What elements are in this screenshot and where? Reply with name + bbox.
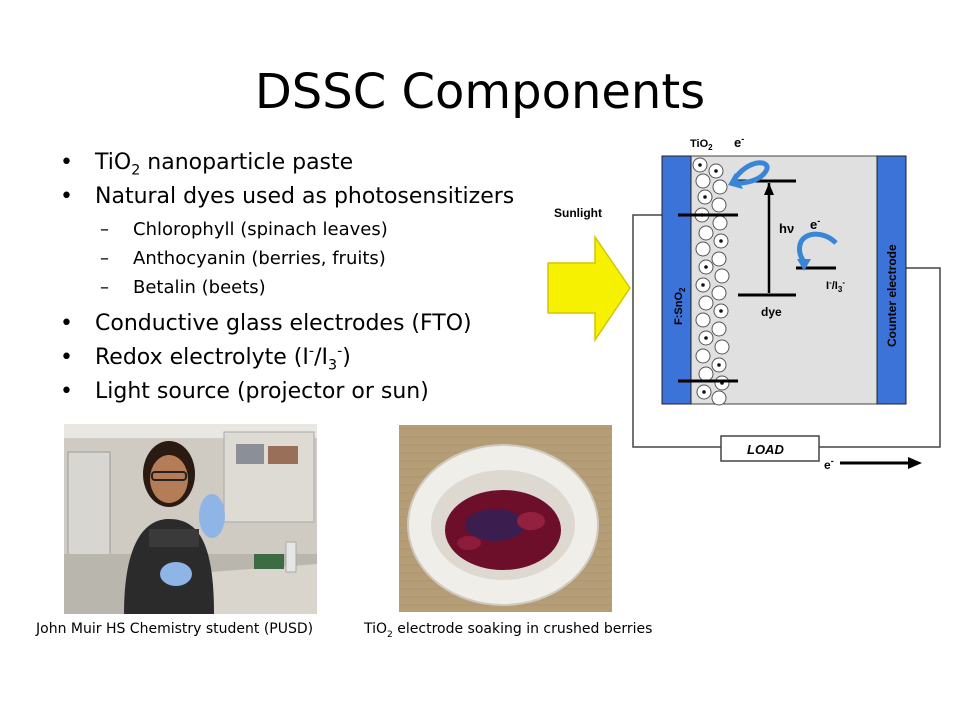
electron-label-top: e- [734, 134, 744, 150]
electron-label-right: e- [810, 216, 820, 232]
sunlight-label: Sunlight [554, 206, 602, 220]
hv-label: hν [779, 221, 794, 236]
electron-label-bottom: e- [824, 456, 834, 472]
bullet-redox-electrolyte: Redox electrolyte (I-/I3-) [60, 345, 514, 379]
student-photo-caption: John Muir HS Chemistry student (PUSD) [36, 621, 314, 637]
excitation-arrowhead [764, 183, 774, 195]
dye-dots [698, 163, 724, 394]
tio2-label: TiO2 [690, 138, 713, 152]
injection-curved-arrow [734, 160, 770, 186]
dye-label: dye [761, 305, 782, 319]
dssc-diagram: TiO2 e- Sunlight hν e- I-/I3- dye F:SnO2… [547, 134, 941, 472]
counter-electrode-label: Counter electrode [885, 244, 899, 347]
bullet-conductive-glass: Conductive glass electrodes (FTO) [60, 311, 514, 345]
regeneration-arrowhead [797, 259, 811, 271]
counter-electrode [876, 155, 907, 405]
load-label: LOAD [747, 442, 784, 457]
berries-mortar-photo [399, 425, 612, 612]
bullet-light-source: Light source (projector or sun) [60, 379, 514, 413]
subbullet-betalin: Betalin (beets) [60, 276, 514, 305]
berries-photo-caption: TiO2 electrode soaking in crushed berrie… [364, 621, 653, 640]
bullet-natural-dyes: Natural dyes used as photosensitizers [60, 184, 514, 218]
student-photo [64, 424, 317, 614]
energy-levels [678, 179, 836, 383]
regeneration-curved-arrow [797, 231, 838, 265]
fto-electrode [661, 155, 692, 405]
injection-arrowhead [728, 173, 743, 189]
tio2-nanoparticles [692, 157, 730, 406]
subbullet-chlorophyll: Chlorophyll (spinach leaves) [60, 218, 514, 247]
electron-flow-arrowhead [908, 457, 922, 469]
load-box [720, 435, 820, 462]
slide-title: DSSC Components [254, 64, 706, 120]
redox-label: I-/I3- [826, 278, 845, 294]
sunlight-arrow [547, 234, 631, 343]
component-bullet-list: TiO2 nanoparticle paste Natural dyes use… [60, 150, 514, 413]
fto-label: F:SnO2 [673, 287, 687, 325]
subbullet-anthocyanin: Anthocyanin (berries, fruits) [60, 247, 514, 276]
bullet-tio2-paste: TiO2 nanoparticle paste [60, 150, 514, 184]
